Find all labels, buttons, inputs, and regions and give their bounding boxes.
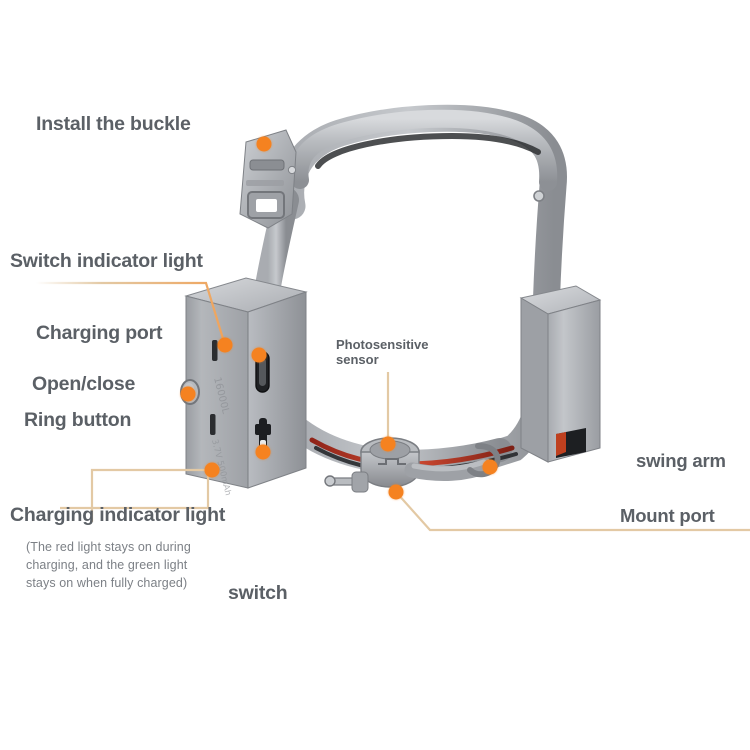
collar-strap-right	[277, 104, 567, 476]
control-box: 16000L 3.7V 500mAh	[180, 277, 308, 497]
anchor-dot-charging-port[interactable]	[251, 347, 267, 363]
anchor-dot-install-the-buckle[interactable]	[256, 136, 272, 152]
label-switch: switch	[228, 582, 288, 604]
label-charging-indicator-light: Charging indicator light	[10, 504, 226, 526]
label-charging-port: Charging port	[36, 322, 163, 344]
mount-port	[324, 471, 369, 493]
label-photosensitive-sensor-line2: sensor	[336, 352, 379, 368]
label-photosensitive-sensor: Photosensitive sensor	[336, 337, 428, 368]
charging-indicator-led	[210, 414, 216, 435]
strap-inner-gap	[315, 132, 541, 169]
anchor-dot-photosensitive-sensor[interactable]	[380, 436, 396, 452]
anchor-dot-switch-indicator-light[interactable]	[217, 337, 233, 353]
buckle-assembly	[239, 129, 297, 229]
anchor-dot-open-close[interactable]	[180, 386, 196, 402]
label-swing-arm: swing arm	[636, 450, 726, 471]
label-photosensitive-sensor-line1: Photosensitive	[336, 337, 429, 352]
note-charging-indicator: (The red light stays on during charging,…	[26, 540, 191, 590]
collar-strap-top	[290, 109, 558, 191]
label-switch-indicator-light: Switch indicator light	[10, 250, 203, 272]
anchor-dot-ring-button[interactable]	[204, 462, 220, 478]
label-mount-port: Mount port	[620, 505, 715, 526]
label-ring-button: Ring button	[24, 409, 132, 431]
hinge-pivot-right	[533, 190, 545, 202]
receiver-module	[519, 285, 602, 463]
swing-arm	[404, 458, 494, 481]
label-install-the-buckle: Install the buckle	[36, 113, 191, 135]
label-open-close: Open/close	[32, 373, 136, 395]
anchor-dot-mount-port[interactable]	[388, 484, 404, 500]
anchor-dot-switch[interactable]	[255, 444, 271, 460]
anchor-dot-swing-arm[interactable]	[482, 459, 498, 475]
